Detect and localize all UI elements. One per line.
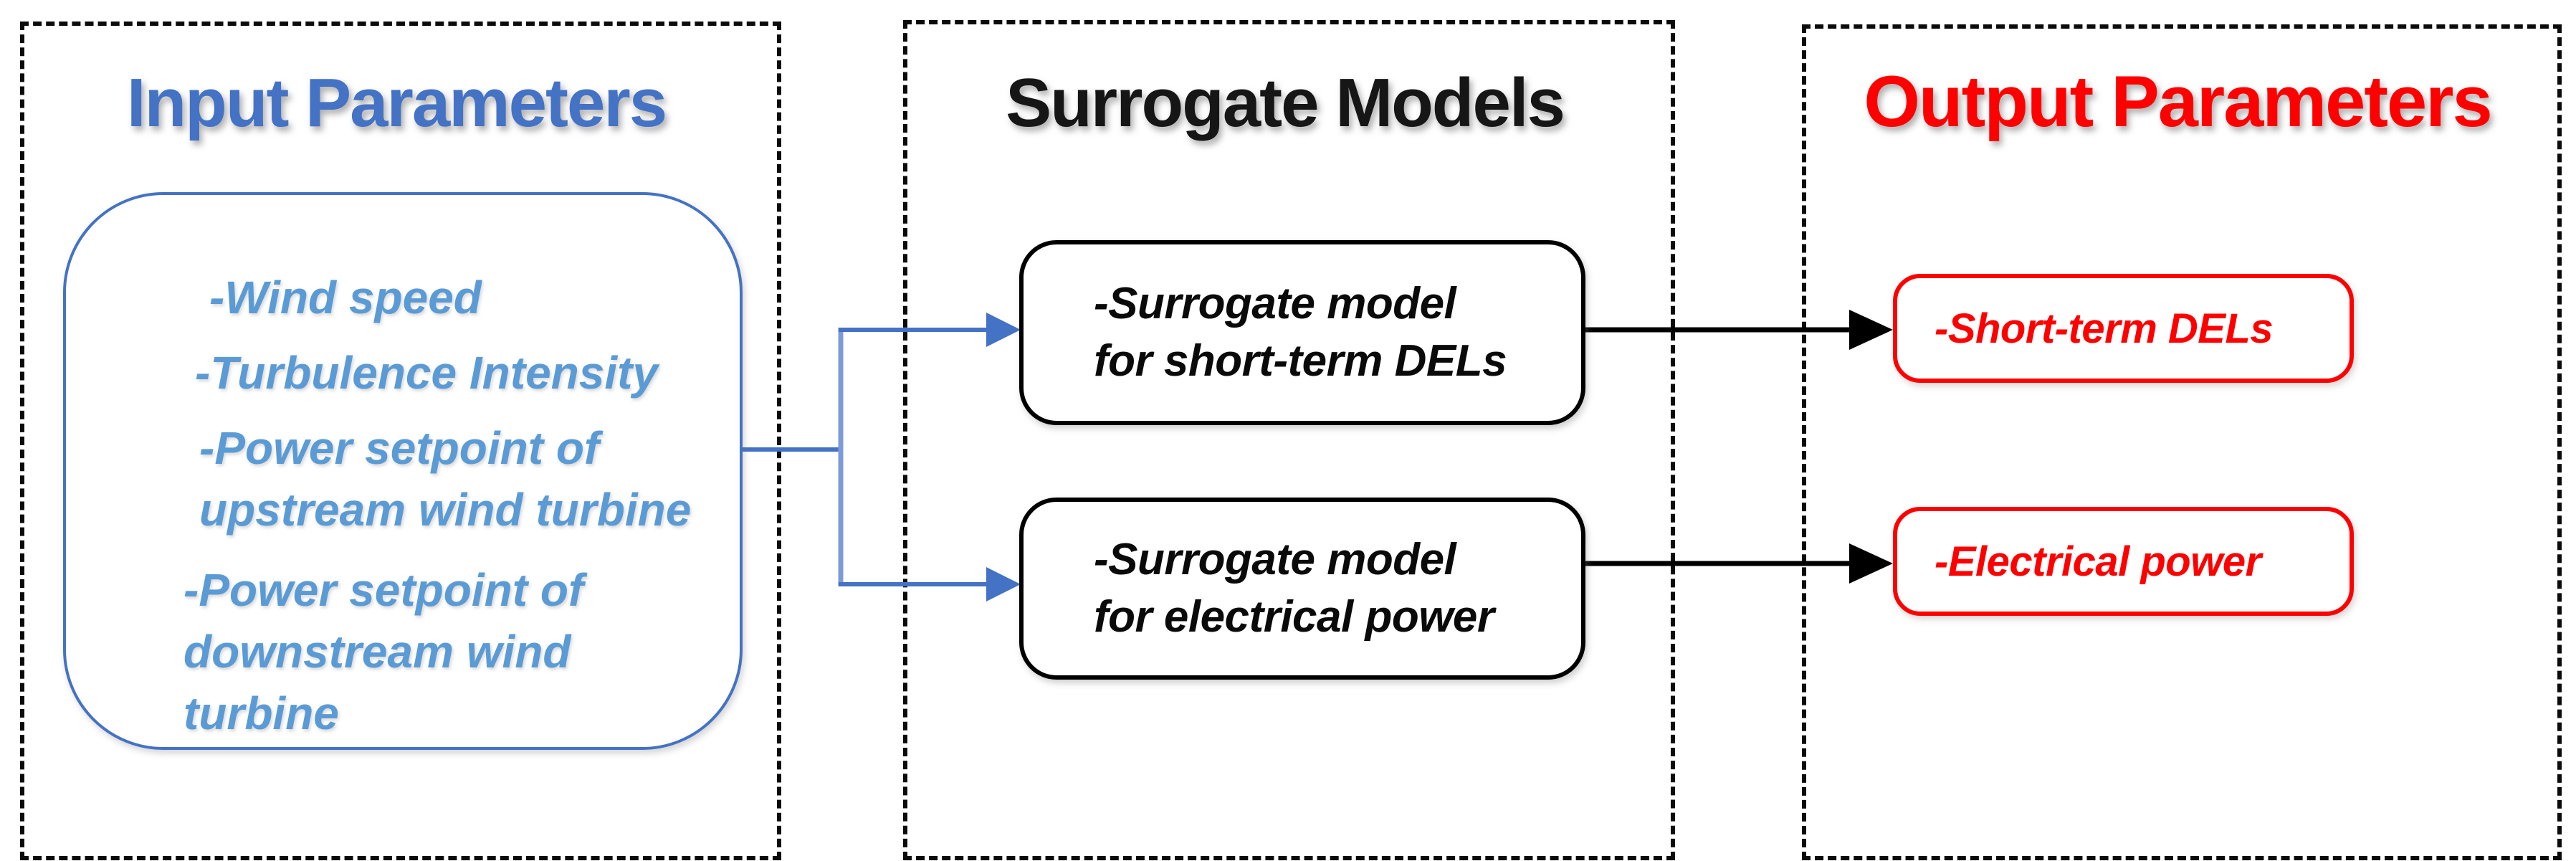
- surrogate-model-dels-box: -Surrogate model for short-term DELs: [1019, 240, 1585, 425]
- input-item-wind-speed: -Wind speed: [209, 272, 482, 323]
- input-parameters-panel: [20, 22, 781, 860]
- output-parameters-panel: [1802, 24, 2562, 860]
- input-item-downstream-setpoint: -Power setpoint of downstream wind turbi…: [183, 564, 584, 739]
- input-parameters-box: -Wind speed -Turbulence Intensity -Power…: [63, 192, 743, 750]
- output-short-term-dels-box: -Short-term DELs: [1893, 274, 2354, 383]
- input-item-turbulence-intensity: -Turbulence Intensity: [195, 347, 659, 399]
- input-parameters-title: Input Parameters: [126, 65, 667, 141]
- surrogate-models-panel: [903, 20, 1675, 860]
- input-item-upstream-setpoint: -Power setpoint of upstream wind turbine: [199, 422, 692, 536]
- surrogate-model-power-box: -Surrogate model for electrical power: [1019, 498, 1585, 680]
- output-parameters-title: Output Parameters: [1864, 62, 2492, 142]
- output-electrical-power-box: -Electrical power: [1893, 507, 2354, 616]
- surrogate-models-title: Surrogate Models: [1006, 65, 1565, 141]
